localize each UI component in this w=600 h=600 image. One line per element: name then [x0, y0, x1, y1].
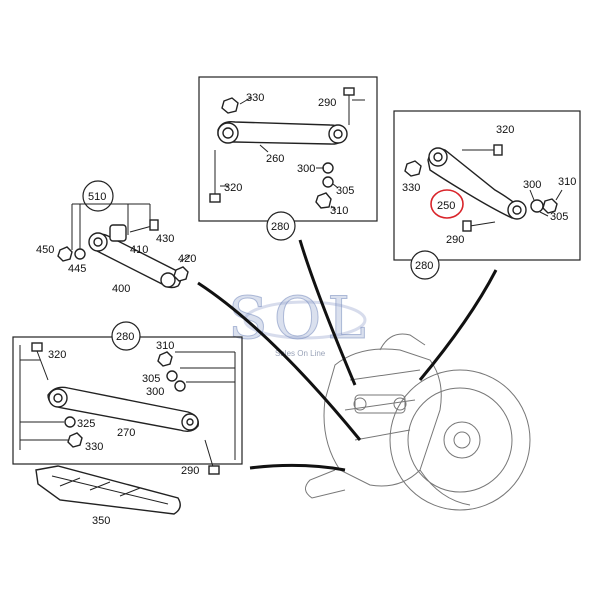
callout-250-highlighted: 250 — [437, 200, 455, 212]
suspension-assembly-sketch — [305, 333, 531, 511]
callout-325: 325 — [77, 418, 95, 430]
detail-box-upper-arm-a: 330 290 260 320 300 305 310 280 — [198, 76, 378, 241]
callout-410: 410 — [130, 244, 148, 256]
watermark-logo: SOL — [228, 284, 372, 352]
callout-305: 305 — [550, 211, 568, 223]
callout-330: 330 — [246, 92, 264, 104]
callout-450: 450 — [36, 244, 54, 256]
detail-box-lower-arm: 280 320 310 305 300 325 270 330 — [12, 321, 243, 477]
callout-290: 290 — [446, 234, 464, 246]
callout-290: 290 — [318, 97, 336, 109]
callout-270: 270 — [117, 427, 135, 439]
callout-280-ref: 280 — [271, 221, 289, 233]
callout-310: 310 — [558, 176, 576, 188]
cover-plate-350: 350 — [35, 465, 181, 527]
callout-305: 305 — [142, 373, 160, 385]
callout-400: 400 — [112, 283, 130, 295]
callout-280-ref: 280 — [116, 331, 134, 343]
leader-lines — [197, 239, 498, 472]
callout-350: 350 — [92, 515, 110, 527]
callout-510-ref: 510 — [88, 191, 106, 203]
callout-430: 430 — [156, 233, 174, 245]
callout-320: 320 — [224, 182, 242, 194]
detail-box-upper-arm-b: 320 330 250 300 310 305 290 280 — [393, 110, 581, 280]
watermark: SOL Sales On Line — [228, 284, 372, 358]
callout-280-ref: 280 — [415, 260, 433, 272]
callout-330: 330 — [85, 441, 103, 453]
callout-320: 320 — [48, 349, 66, 361]
callout-300: 300 — [523, 179, 541, 191]
callout-300: 300 — [146, 386, 164, 398]
callout-305: 305 — [336, 185, 354, 197]
callout-300: 300 — [297, 163, 315, 175]
callout-310: 310 — [330, 205, 348, 217]
callout-290: 290 — [181, 465, 199, 477]
callout-330: 330 — [402, 182, 420, 194]
callout-320: 320 — [496, 124, 514, 136]
detail-group-link-510: 510 450 445 410 430 420 400 — [36, 180, 196, 295]
callout-260: 260 — [266, 153, 284, 165]
callout-445: 445 — [68, 263, 86, 275]
callout-420: 420 — [178, 253, 196, 265]
callout-310: 310 — [156, 340, 174, 352]
watermark-tagline: Sales On Line — [275, 349, 326, 358]
highlight-circle — [430, 189, 464, 219]
